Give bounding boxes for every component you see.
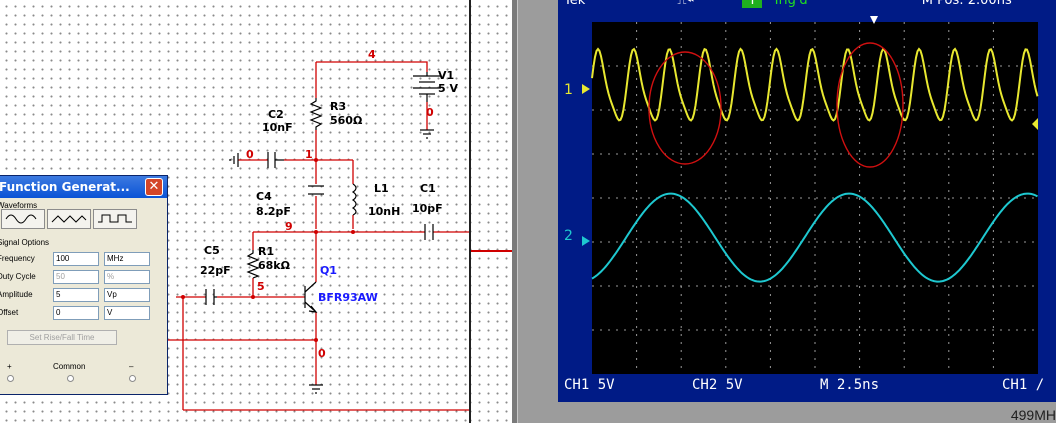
minus-terminal-label: – [129,362,134,371]
frequency-readout: 499MH [1010,407,1056,423]
common-terminal-label: Common [53,362,86,371]
offset-label: Offset [0,308,19,317]
net-label: 0 [426,106,434,119]
triangle-wave-icon [51,215,87,223]
net-label: 0 [318,347,326,360]
r1-value: 68kΩ [258,259,290,272]
net-label: 4 [368,48,376,61]
offset-unit-select[interactable]: V [104,306,150,320]
scope-header: Tek ⎍⌁ T Trig'd M Pos: 2.00ns [564,0,1012,8]
trigger-level-arrow [1032,118,1038,130]
amplitude-unit-select[interactable]: Vp [104,288,150,302]
pane-divider[interactable] [469,0,471,423]
c4-value: 8.2pF [256,205,291,218]
c4-name: C4 [256,190,272,203]
common-terminal[interactable] [67,375,74,382]
scope-frame-edge [512,0,518,423]
trigger-source: CH1 / [1002,377,1045,393]
q1-value: BFR93AW [318,291,378,304]
r3-name: R3 [330,100,347,113]
v1-name: V1 [438,69,455,82]
triangle-wave-button[interactable] [47,209,91,229]
amplitude-label: Amplitude [0,290,33,299]
amplitude-row: Amplitude 5 Vp [0,288,165,302]
frequency-input[interactable]: 100 [53,252,99,266]
schematic-wires [166,61,470,411]
r3-value: 560Ω [330,114,363,127]
scope-graticule [592,22,1038,374]
timebase-readout: M 2.5ns [820,377,880,393]
ch1-trace [591,47,1039,122]
acquire-icon: ⎍⌁ [677,0,695,8]
net-label: 5 [257,280,265,293]
amplitude-input[interactable]: 5 [53,288,99,302]
function-generator-window[interactable]: Function Generat... ✕ Waveforms Signal O… [0,175,168,395]
function-generator-titlebar[interactable]: Function Generat... ✕ [0,176,167,198]
net-label: 1 [305,148,313,161]
time-position-readout: M Pos: 2.00ns [921,0,1012,8]
frequency-unit-select[interactable]: MHz [104,252,150,266]
net-label: 9 [285,220,293,233]
square-wave-button[interactable] [93,209,137,229]
close-button[interactable]: ✕ [145,178,163,196]
trigger-position-marker [870,16,878,24]
sine-wave-icon [5,214,37,224]
duty-cycle-row: Duty Cycle 50 % [0,270,165,284]
frequency-row: Frequency 100 MHz [0,252,165,266]
brand-label: Tek [564,0,586,8]
ch1-scale: CH1 5V [564,377,615,393]
waveforms-label: Waveforms [0,201,38,210]
c1-name: C1 [420,182,436,195]
minus-terminal[interactable] [129,375,136,382]
ch1-level-arrow [582,84,590,94]
v1-value: 5 V [438,82,458,95]
function-generator-title: Function Generat... [0,180,130,194]
duty-cycle-label: Duty Cycle [0,272,36,281]
schematic-canvas-strip [471,0,515,423]
l1-value: 10nH [368,205,401,218]
run-indicator: T [742,0,763,8]
ch2-scale: CH2 5V [692,377,743,393]
r1-name: R1 [258,245,275,258]
oscilloscope-panel: Tek ⎍⌁ T Trig'd M Pos: 2.00ns 1 2 CH1 5V… [518,0,1056,423]
ch1-marker: 1 [564,82,573,98]
offset-row: Offset 0 V [0,306,165,320]
duty-cycle-input: 50 [53,270,99,284]
scope-display: 1 2 [564,16,1039,374]
ch2-trace [591,192,1038,283]
duty-cycle-unit: % [104,270,150,284]
l1-name: L1 [374,182,389,195]
c1-value: 10pF [412,202,443,215]
trigger-status: Trig'd [772,0,808,8]
highlight-ellipse [648,51,722,165]
c2-name: C2 [268,108,284,121]
signal-options-label: Signal Options [0,238,50,247]
sine-wave-button[interactable] [1,209,45,229]
scope-status-bar: CH1 5V CH2 5V M 2.5ns CH1 / [564,377,1054,397]
net-label: 0 [246,148,254,161]
ch2-marker: 2 [564,228,573,244]
ch2-level-arrow [582,236,590,246]
frequency-label: Frequency [0,254,35,263]
c5-name: C5 [204,244,220,257]
c5-value: 22pF [200,264,231,277]
highlight-ellipse [836,42,904,168]
square-wave-icon [98,214,132,223]
probe-wire [471,250,515,252]
q1-name: Q1 [320,264,338,277]
plus-terminal[interactable] [7,375,14,382]
plus-terminal-label: + [7,362,12,371]
c2-value: 10nF [262,121,293,134]
set-rise-fall-time-button: Set Rise/Fall Time [7,330,117,345]
offset-input[interactable]: 0 [53,306,99,320]
